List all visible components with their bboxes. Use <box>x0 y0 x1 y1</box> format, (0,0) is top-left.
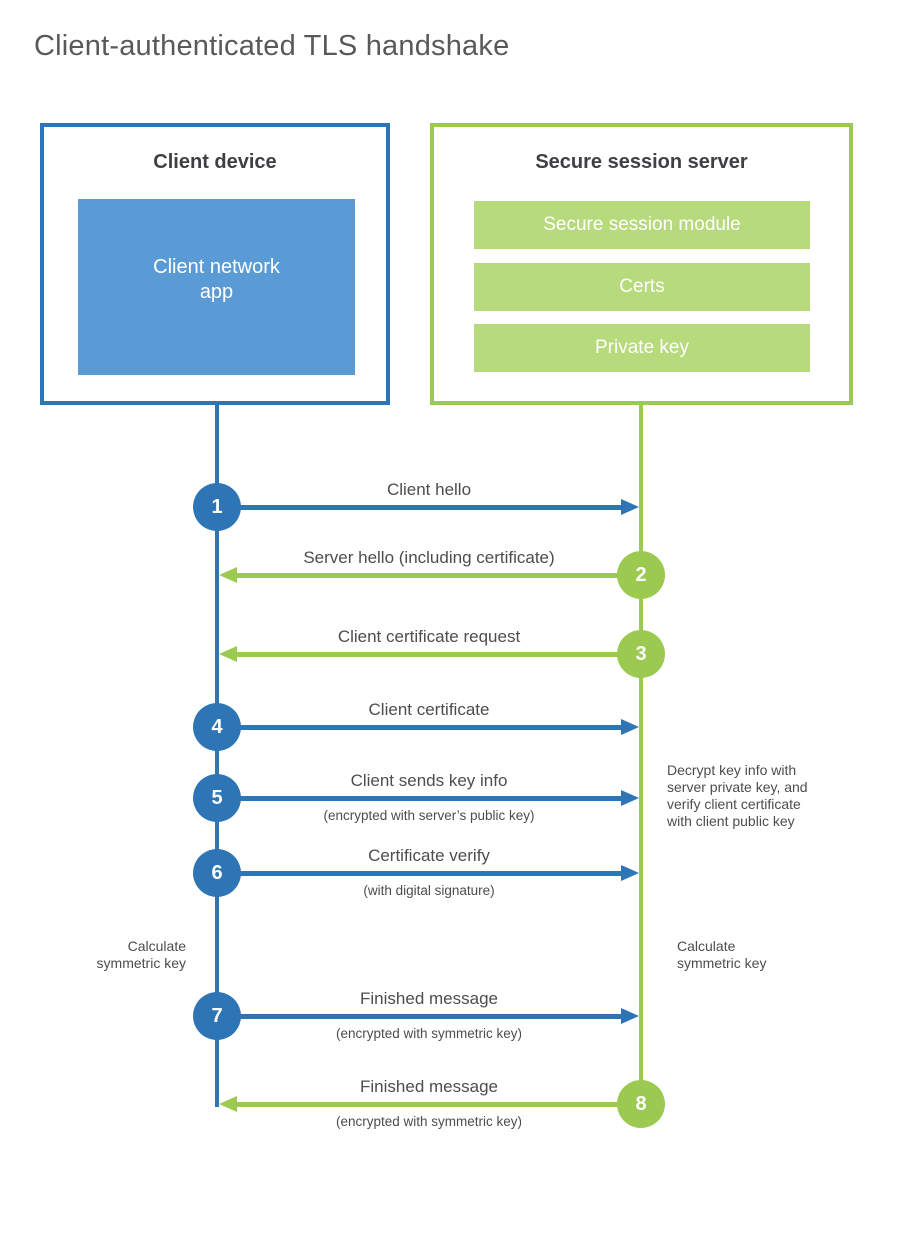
message-sublabel: (encrypted with symmetric key) <box>335 1114 523 1129</box>
message-label: Certificate verify <box>368 846 490 865</box>
arrow-shaft <box>237 1102 641 1107</box>
note-line: Calculate <box>677 938 736 954</box>
arrow-head-icon <box>219 1096 237 1112</box>
secure-session-server-title: Secure session server <box>535 151 748 173</box>
message-label: Finished message <box>360 1077 498 1096</box>
note-line: with client public key <box>667 813 795 829</box>
client-device-box: Client device Client network app <box>40 123 390 405</box>
secure-session-server-box: Secure session server Secure session mod… <box>430 123 853 405</box>
message-sublabel: (with digital signature) <box>363 883 495 898</box>
step-badge: 5 <box>193 774 241 822</box>
arrow-head-icon <box>621 1008 639 1024</box>
message-label: Client certificate <box>368 700 490 719</box>
arrow-shaft <box>237 573 641 578</box>
calc-symmetric-key-note-server: Calculate symmetric key <box>677 938 817 972</box>
arrow-head-icon <box>219 567 237 583</box>
arrow-shaft <box>217 505 621 510</box>
server-lifeline <box>639 405 643 1104</box>
message-label: Server hello (including certificate) <box>303 548 555 567</box>
arrow-shaft <box>237 652 641 657</box>
page-title: Client-authenticated TLS handshake <box>34 30 510 62</box>
calc-symmetric-key-note-client: Calculate symmetric key <box>46 938 186 972</box>
note-line: Decrypt key info with <box>667 762 797 778</box>
step-badge: 7 <box>193 992 241 1040</box>
message-sublabel: (encrypted with symmetric key) <box>335 1026 523 1041</box>
message-label: Client sends key info <box>350 771 508 790</box>
server-module-bar: Certs <box>474 263 810 311</box>
arrow-shaft <box>217 1014 621 1019</box>
message-label: Client hello <box>386 480 472 499</box>
server-module-bar: Secure session module <box>474 201 810 249</box>
note-line: verify client certificate <box>667 796 801 812</box>
client-network-app-label: Client network app <box>153 256 280 303</box>
note-line: Calculate <box>127 938 186 954</box>
arrow-head-icon <box>621 499 639 515</box>
arrow-head-icon <box>621 865 639 881</box>
arrow-head-icon <box>219 646 237 662</box>
step-badge: 4 <box>193 703 241 751</box>
message-sublabel: (encrypted with server’s public key) <box>323 808 535 823</box>
client-device-title: Client device <box>153 151 277 173</box>
message-label: Finished message <box>360 989 498 1008</box>
arrow-head-icon <box>621 719 639 735</box>
arrow-shaft <box>217 871 621 876</box>
step-badge: 8 <box>617 1080 665 1128</box>
server-module-bar: Private key <box>474 324 810 372</box>
client-lifeline <box>215 405 219 1107</box>
arrow-head-icon <box>621 790 639 806</box>
step-badge: 1 <box>193 483 241 531</box>
step-badge: 2 <box>617 551 665 599</box>
note-line: server private key, and <box>667 779 808 795</box>
step-badge: 6 <box>193 849 241 897</box>
arrow-shaft <box>217 725 621 730</box>
arrow-shaft <box>217 796 621 801</box>
decrypt-key-note: Decrypt key info with server private key… <box>667 762 847 830</box>
client-network-app-box: Client network app <box>78 199 355 375</box>
note-line: symmetric key <box>96 955 186 971</box>
message-label: Client certificate request <box>337 627 521 646</box>
step-badge: 3 <box>617 630 665 678</box>
note-line: symmetric key <box>677 955 767 971</box>
